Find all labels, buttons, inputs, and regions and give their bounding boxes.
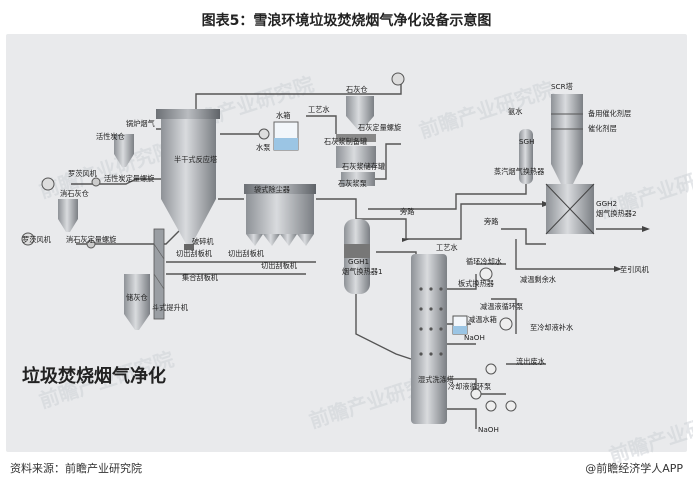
sgh-heater — [519, 129, 533, 184]
label-slaked-lime-bin: 消石灰仓 — [60, 189, 89, 198]
ash-silo — [124, 274, 150, 330]
diagram-panel: 前瞻产业研究院 前瞻产业研究院 前瞻产业研究院 前瞻产业研究院 前瞻产业研究院 … — [6, 34, 693, 468]
label-ammonia: 氨水 — [508, 107, 522, 116]
bag-filter — [244, 184, 316, 246]
label-ash-silo: 储灰仓 — [126, 293, 148, 302]
water-tank — [258, 121, 299, 151]
label-cooling-supply: 至冷却液补水 — [530, 323, 573, 332]
label-plate-exchanger: 板式换热器 — [458, 279, 494, 288]
label-naoh-1: NaOH — [464, 333, 485, 342]
label-breaker: 破碎机 — [192, 237, 214, 246]
label-ggh1-name: 烟气换热器1 — [342, 267, 383, 276]
label-ggh2: GGH2 — [596, 199, 617, 208]
label-bucket-elevator: 斗式提升机 — [152, 303, 189, 312]
label-reactor: 半干式反应塔 — [174, 155, 217, 164]
label-roots-fan-2: 罗茨风机 — [22, 235, 52, 244]
label-active-carbon: 活性炭仓 — [96, 132, 125, 141]
label-reduce-pump: 减温液循环泵 — [480, 302, 523, 311]
label-effluent: 流出废水 — [516, 357, 545, 366]
label-slaked-lime-feeder: 消石灰定量螺旋 — [66, 235, 116, 244]
label-bypass-1: 旁路 — [400, 207, 414, 216]
label-alkali-tank: 减温水箱 — [468, 315, 497, 324]
ggh2-exchanger — [545, 183, 595, 235]
pump-icon — [470, 267, 517, 412]
wet-scrubber-tower — [411, 254, 447, 424]
label-collect-scraper: 集合刮板机 — [182, 273, 219, 282]
label-spare-catalyst: 备用催化剂层 — [588, 109, 631, 118]
label-lime-prep: 石灰浆制备罐 — [324, 137, 367, 146]
label-cut-valve-2: 切出刮板机 — [228, 249, 265, 258]
label-naoh-2: NaOH — [478, 425, 499, 434]
label-active-feeder: 活性炭定量螺旋 — [104, 174, 154, 183]
label-lime-storage: 石灰浆储存罐 — [342, 162, 385, 171]
label-ggh2-name: 烟气换热器2 — [596, 209, 637, 218]
label-circ-cooling-water: 循环冷却水 — [466, 257, 502, 266]
active-carbon-silo — [114, 134, 134, 167]
label-catalyst: 催化剂层 — [588, 124, 617, 133]
slaked-lime-silo — [58, 199, 78, 232]
label-wet-tower: 湿式洗涤塔 — [418, 375, 454, 384]
label-ggh1: GGH1 — [348, 257, 369, 266]
brand-credit: @前瞻经济学人APP — [585, 462, 683, 475]
label-cut-valve: 切出刮板机 — [176, 249, 213, 258]
bucket-elevator — [153, 228, 165, 320]
ggh1-exchanger — [344, 219, 370, 294]
label-roots-fan-1: 罗茨风机 — [68, 169, 98, 178]
process-diagram: 锅炉烟气 活性炭仓 罗茨风机 活性炭定量螺旋 消石灰仓 罗茨风机 消石灰定量螺旋… — [21, 72, 650, 434]
scr-tower — [551, 94, 583, 192]
label-to-fan: 至引风机 — [620, 265, 650, 274]
diagram-caption: 垃圾焚烧烟气净化 — [22, 366, 166, 387]
label-bag-filter: 袋式除尘器 — [254, 185, 290, 194]
label-scr: SCR塔 — [551, 82, 573, 91]
lime-silo — [336, 96, 376, 186]
label-bypass-2: 旁路 — [484, 217, 498, 226]
label-sgh: SGH — [519, 137, 535, 146]
fan-icon — [21, 72, 405, 249]
page-title: 图表5：雪浪环境垃圾焚烧烟气净化设备示意图 — [201, 13, 492, 29]
label-process-water-1: 工艺水 — [308, 105, 330, 114]
label-lime-bin: 石灰仓 — [346, 85, 368, 94]
semi-dry-reactor — [156, 109, 220, 250]
label-lime-feeder: 石灰定量螺旋 — [358, 123, 401, 132]
label-waste-water: 减温剩余水 — [520, 275, 556, 284]
label-cut-valve-3: 切出刮板机 — [261, 261, 298, 270]
label-steam-heater: 蒸汽烟气换热器 — [494, 167, 544, 176]
source-note: 资料来源：前瞻产业研究院 — [10, 462, 142, 475]
alkali-tank — [452, 315, 468, 335]
label-lime-pump: 石灰浆泵 — [338, 179, 367, 188]
label-process-water-2: 工艺水 — [436, 243, 458, 252]
label-cool-pump: 冷却液循环泵 — [448, 382, 491, 391]
label-boiler-flue: 锅炉烟气 — [126, 119, 155, 128]
label-water-pump: 水泵 — [256, 143, 270, 152]
label-water-tank: 水箱 — [276, 111, 290, 120]
